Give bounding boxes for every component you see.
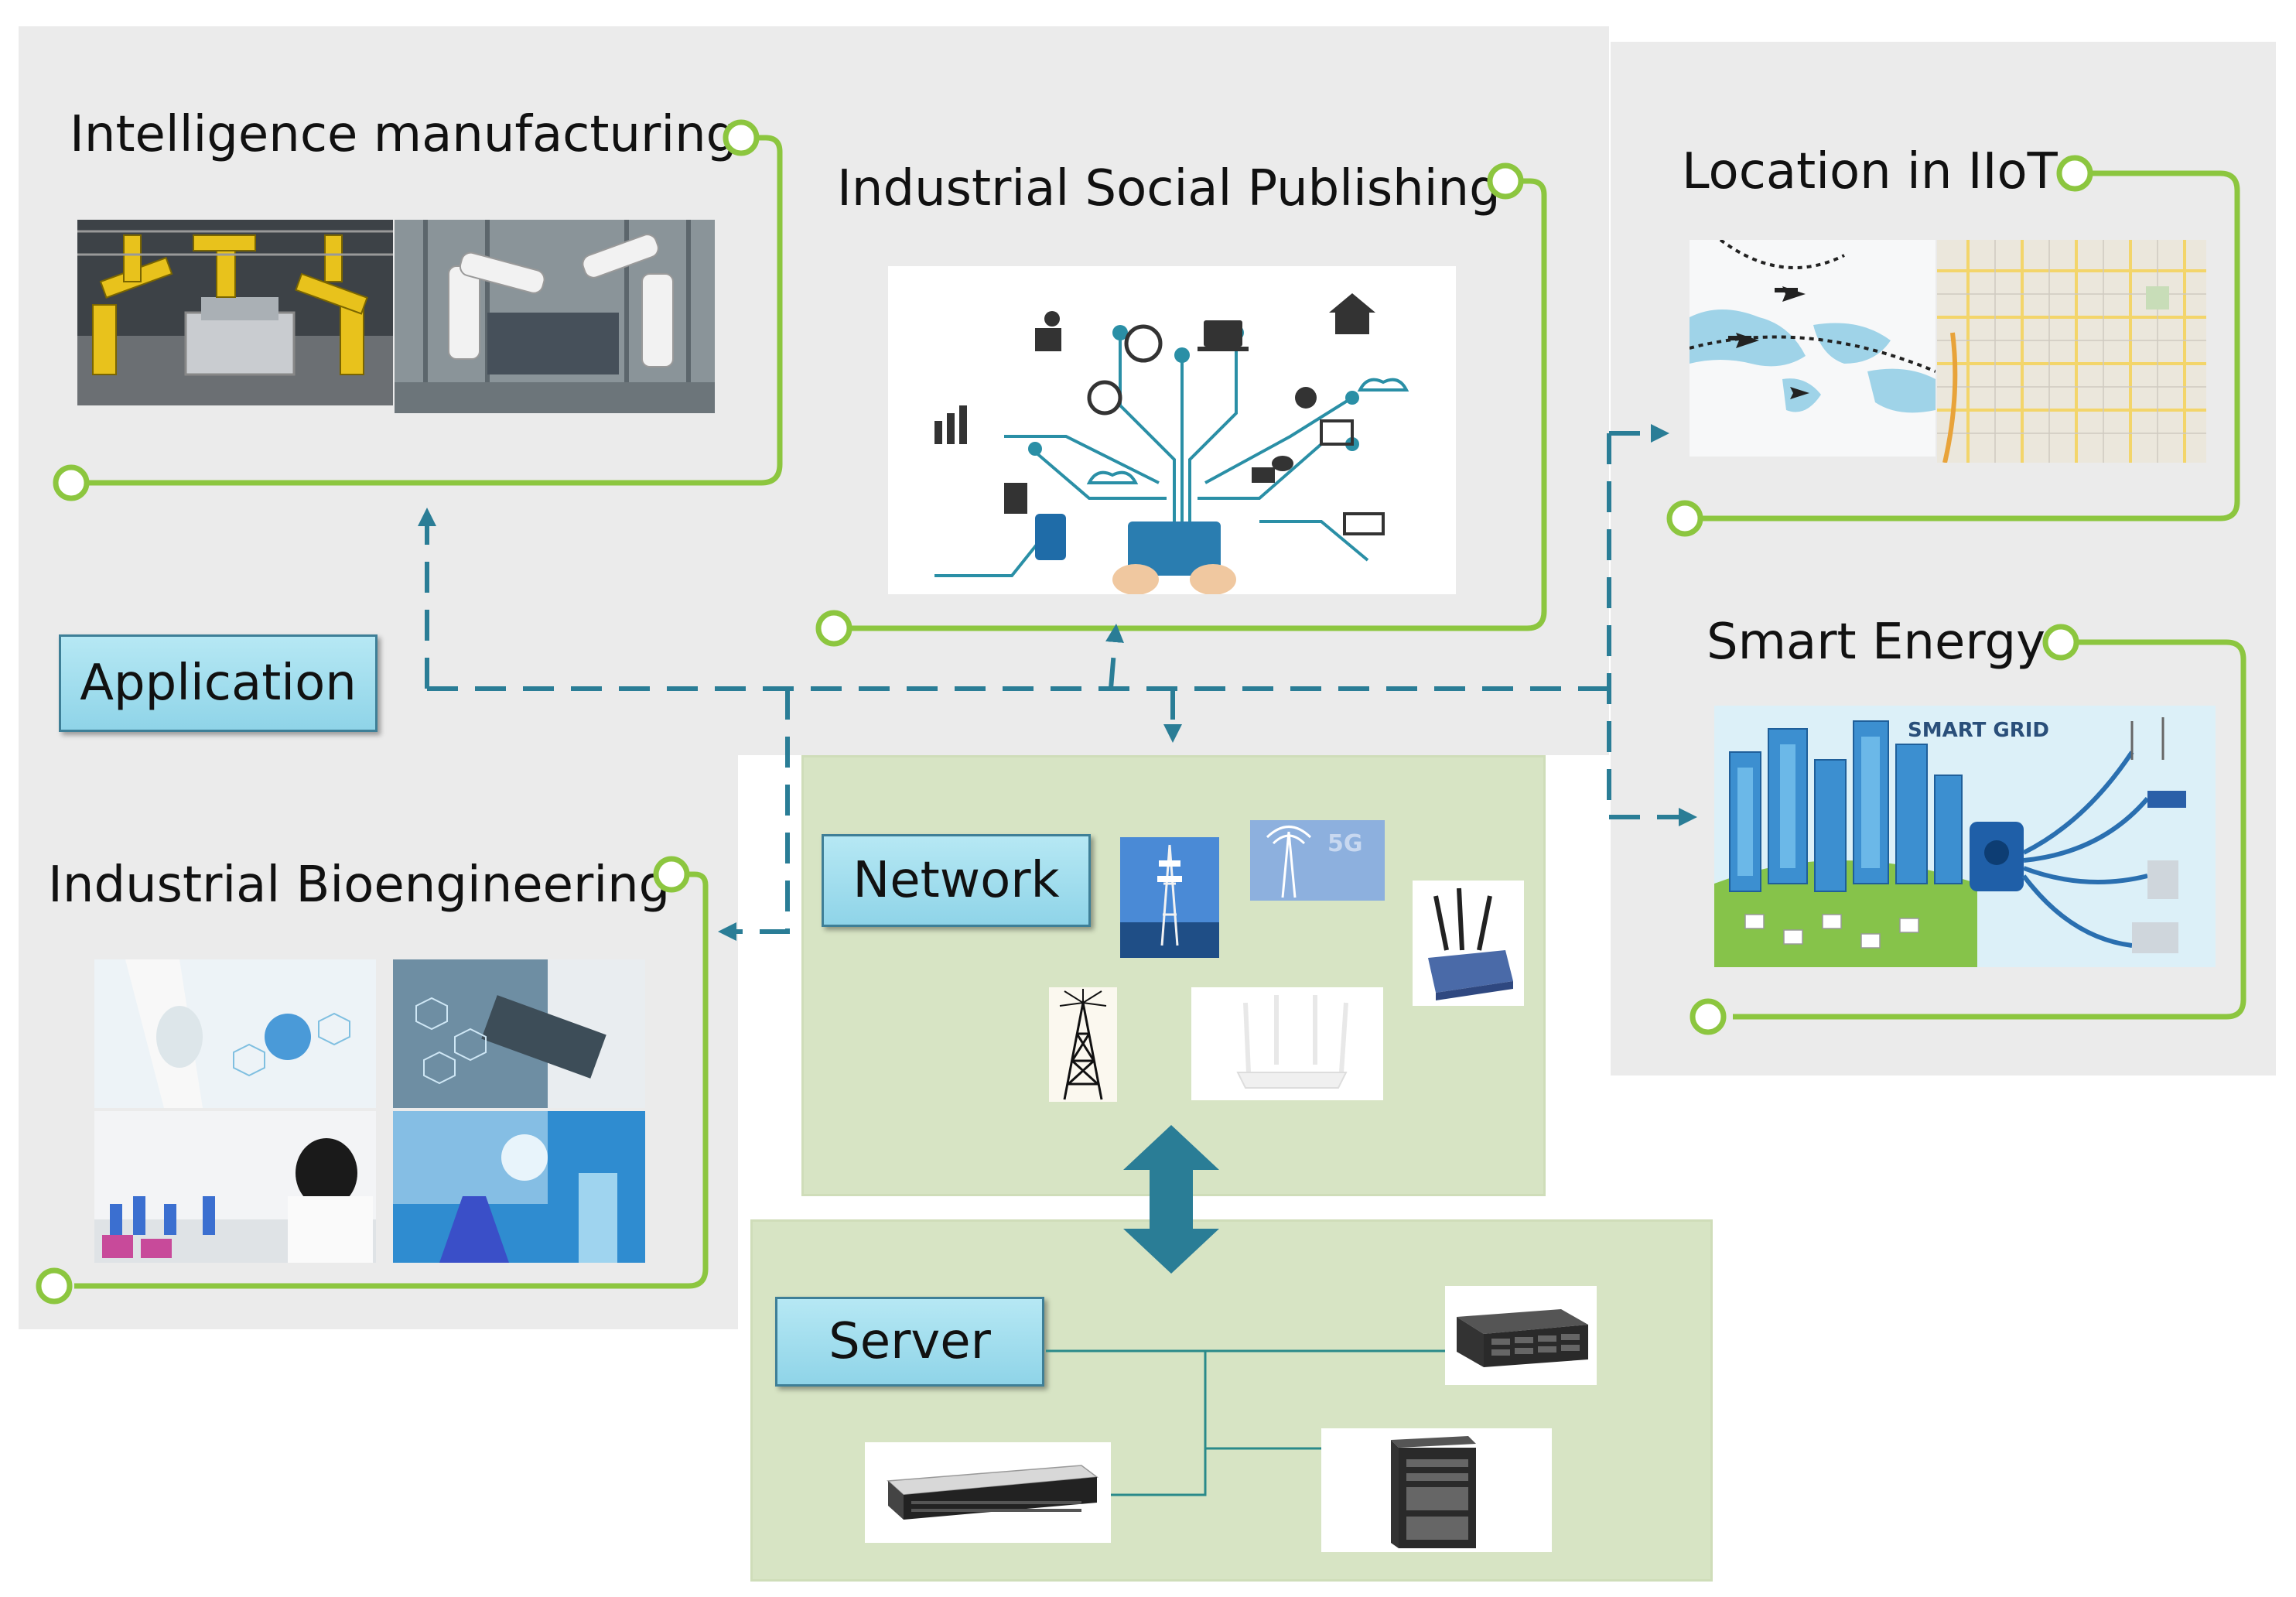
storage-server-photo <box>1445 1286 1597 1385</box>
bio-image-4 <box>393 1111 645 1263</box>
manufacturing-title: Intelligence manufacturing <box>70 106 738 163</box>
city-map-image <box>1937 240 2206 463</box>
5g-tower-photo: 5G <box>1250 820 1385 901</box>
bio-image-1 <box>94 959 376 1108</box>
robot-arm-image-right <box>395 220 715 413</box>
tower-server-photo <box>1321 1428 1552 1552</box>
airplane-map-image <box>1690 240 1936 457</box>
bio-image-2 <box>393 959 645 1108</box>
location-title: Location in IIoT <box>1682 143 2058 200</box>
smart-energy-title: Smart Energy <box>1707 614 2045 671</box>
wifi-router-photo <box>1191 987 1383 1100</box>
bioengineering-title: Industrial Bioengineering <box>48 857 671 914</box>
server-label: Server <box>775 1297 1044 1387</box>
lattice-tower-photo <box>1049 987 1117 1102</box>
5g-label: 5G <box>1327 830 1363 857</box>
cell-tower-photo <box>1120 837 1219 958</box>
application-label: Application <box>59 634 378 732</box>
network-label: Network <box>822 834 1091 927</box>
smart-grid-text: SMART GRID <box>1908 719 2049 742</box>
robot-arm-image-left <box>77 220 393 405</box>
social-publishing-title: Industrial Social Publishing <box>837 160 1501 217</box>
bio-image-3 <box>94 1111 376 1263</box>
social-network-tree-image <box>888 266 1456 594</box>
smart-grid-image: SMART GRID <box>1714 706 2216 967</box>
rack-server-photo <box>865 1442 1111 1543</box>
router-photo <box>1413 881 1524 1006</box>
